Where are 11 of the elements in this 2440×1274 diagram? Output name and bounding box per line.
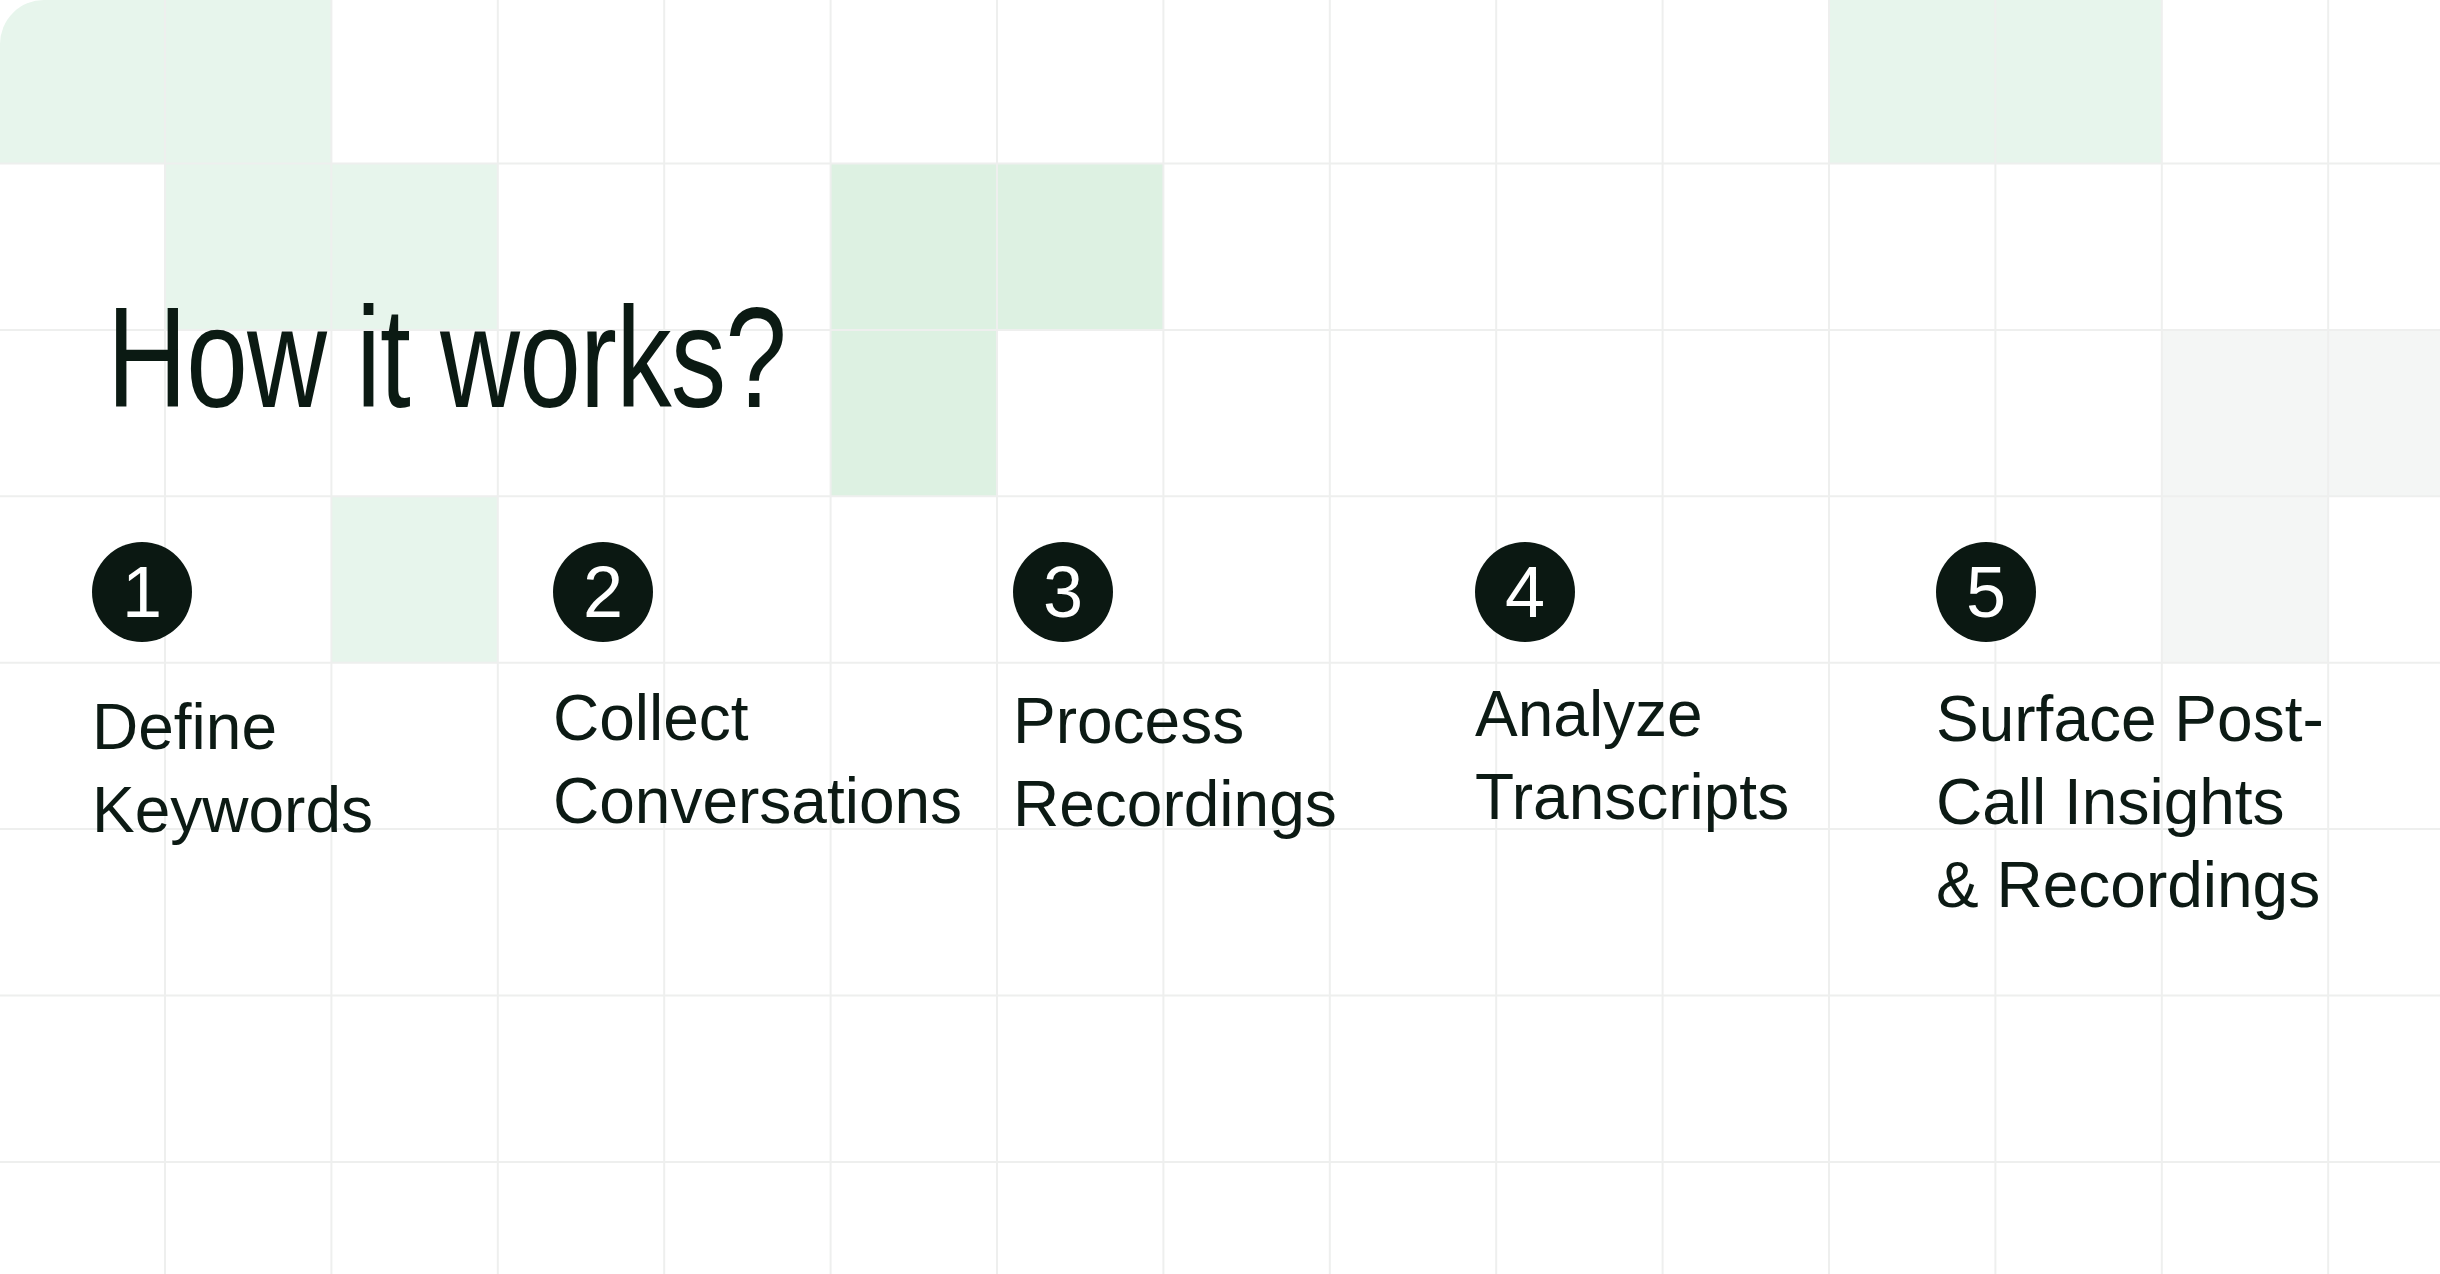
step-number: 3	[1042, 556, 1083, 628]
step-label: Analyze Transcripts	[1475, 677, 1791, 835]
step-number: 1	[121, 556, 162, 628]
step-label: Define Keywords	[92, 690, 374, 848]
step-number: 4	[1504, 556, 1545, 628]
step-number: 5	[1965, 556, 2006, 628]
step-label: Collect Conversations	[553, 681, 964, 839]
step-label: Process Recordings	[1013, 684, 1338, 842]
title: How it works?	[107, 287, 787, 429]
step-label: Surface Post-Call Insights & Recordings	[1936, 682, 2325, 923]
step-number: 2	[582, 556, 623, 628]
